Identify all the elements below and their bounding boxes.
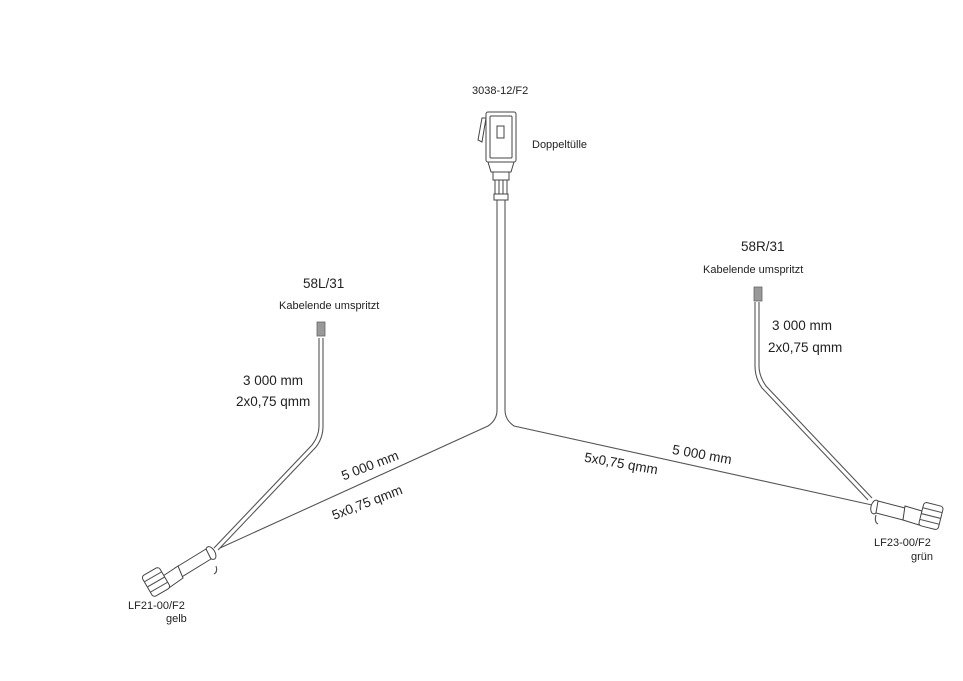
right-cable-cross-section: 2x0,75 qmm	[768, 340, 843, 355]
left-cable-length: 3 000 mm	[243, 373, 304, 388]
right-lamp-connector	[870, 499, 944, 530]
left-2-wire-cable	[213, 321, 326, 551]
main-trunk-cable	[219, 200, 873, 549]
left-lamp-connector	[141, 546, 218, 597]
right-cable-end-note: Kabelende umspritzt	[703, 264, 804, 276]
top-connector-note: Doppeltülle	[532, 139, 588, 151]
left-cable-end-note: Kabelende umspritzt	[279, 300, 380, 312]
right-2-wire-cable	[753, 286, 873, 501]
left-cable-end-code: 58L/31	[303, 276, 345, 291]
top-connector-part-number: 3038-12/F2	[472, 85, 529, 97]
right-cable-end-code: 58R/31	[741, 239, 785, 254]
left-lamp-color: gelb	[166, 613, 187, 625]
left-lamp-part-number: LF21-00/F2	[128, 600, 185, 612]
double-grommet-connector	[477, 111, 517, 201]
right-lamp-part-number: LF23-00/F2	[874, 537, 931, 549]
right-cable-length: 3 000 mm	[772, 318, 833, 333]
left-cable-cross-section: 2x0,75 qmm	[236, 394, 311, 409]
right-lamp-color: grün	[911, 551, 934, 563]
